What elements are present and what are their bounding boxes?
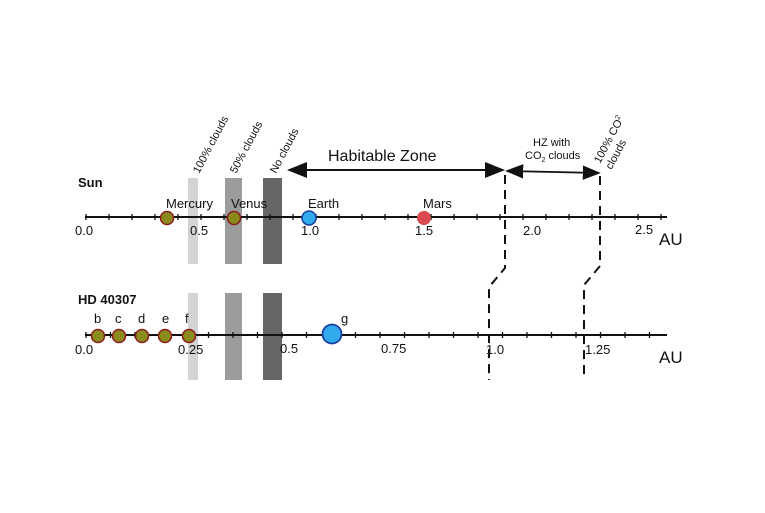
co2-zone-arrow [505,164,601,180]
planet-label-c: c [115,311,122,326]
sun-minor-ticks [85,214,662,220]
planet-mercury [159,210,175,226]
sun-unit-label: AU [659,230,683,249]
planet-venus [226,210,242,226]
hd-tick-label-1: 0.25 [178,342,203,357]
hz-outer-boundary [583,176,601,380]
sun-planets [159,210,431,226]
planet-f [181,328,197,344]
planet-label-d: d [138,311,145,326]
planet-label-b: b [94,311,101,326]
planet-label-f: f [185,311,189,326]
hd-tick-label-4: 1.0 [486,342,504,357]
sun-tick-label-1: 0.5 [190,223,208,238]
cloud-label-50: 50% clouds [228,119,266,175]
planet-label-earth: Earth [308,196,339,211]
sun-tick-label-4: 2.0 [523,223,541,238]
planet-g [321,323,343,345]
planet-label-g: g [341,311,348,326]
planet-c [111,328,127,344]
sun-axis [85,214,667,220]
cloud-band-100 [188,178,198,264]
hd40307-planets [90,323,343,345]
planet-d [134,328,150,344]
planet-label-mercury: Mercury [166,196,213,211]
hd40307-system-name: HD 40307 [78,292,137,307]
co2-zone-label-line2: CO2 clouds [525,150,581,164]
habitable-zone-label: Habitable Zone [328,148,437,165]
hd-tick-label-2: 0.5 [280,341,298,356]
planet-e [157,328,173,344]
hd-tick-label-5: 1.25 [585,342,610,357]
cloud-band-none-hd [263,293,282,380]
co2-zone-label-line1: HZ with [533,137,570,149]
planet-label-venus: Venus [231,196,268,211]
hz-inner-boundary [488,175,506,380]
hd-tick-label-0: 0.0 [75,342,93,357]
sun-system-name: Sun [78,175,103,190]
cloud-band-none [263,178,282,264]
hd-tick-label-3: 0.75 [381,341,406,356]
planet-earth [301,210,317,226]
sun-tick-label-5: 2.5 [635,222,653,237]
planet-label-mars: Mars [423,196,452,211]
sun-tick-label-0: 0.0 [75,223,93,238]
sun-tick-label-3: 1.5 [415,223,433,238]
hz-boundaries [488,175,601,380]
hd40307-axis [85,332,667,338]
hd-unit-label: AU [659,348,683,367]
full-co2-label: 100% CO2 clouds [592,114,629,171]
planet-label-e: e [162,311,169,326]
cloud-label-100: 100% clouds [191,114,231,176]
planet-mars [417,211,431,225]
planet-b [90,328,106,344]
sun-tick-label-2: 1.0 [301,223,319,238]
cloud-label-none: No clouds [268,126,302,175]
